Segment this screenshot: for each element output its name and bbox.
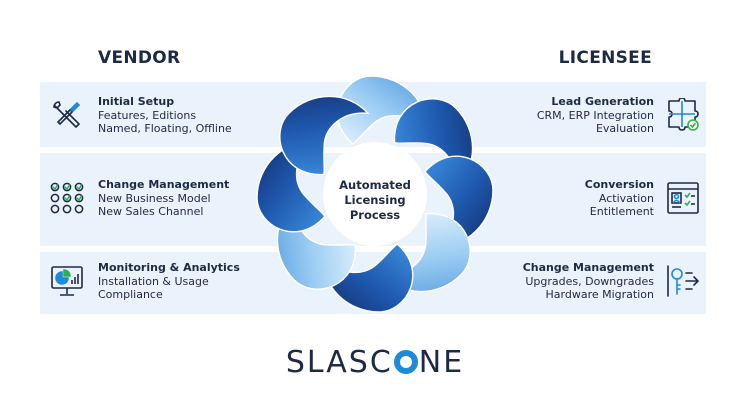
licensee-item-2-line-1: Activation [598, 191, 654, 205]
licensing-cycle-wheel [256, 75, 494, 313]
licensee-item-lead-generation: Lead Generation CRM, ERP Integration Eva… [537, 95, 700, 136]
vendor-heading: VENDOR [98, 48, 181, 68]
wheel-petal-8 [279, 95, 370, 176]
wrench-screwdriver-icon [50, 98, 84, 132]
slascone-logo: SLASC NE [0, 345, 750, 380]
vendor-item-3-line-2: Compliance [98, 288, 163, 301]
licensee-item-2-line-2: Entitlement [589, 205, 654, 218]
licensee-item-conversion: Conversion Activation Entitlement [585, 178, 700, 219]
licensee-item-1-title: Lead Generation [551, 95, 654, 108]
vendor-item-3-line-1: Installation & Usage [98, 274, 209, 288]
center-label: Automated Licensing Process [320, 178, 430, 223]
wheel-hub [323, 142, 427, 246]
vendor-item-2-line-1: New Business Model [98, 191, 211, 205]
vendor-item-1-title: Initial Setup [98, 95, 175, 108]
form-checklist-icon [666, 181, 700, 215]
monitor-chart-icon [50, 264, 84, 298]
licensee-heading: LICENSEE [558, 48, 652, 68]
logo-o-ring-icon [393, 350, 418, 374]
vendor-item-2-title: Change Management [98, 178, 230, 191]
center-line-1: Automated [339, 178, 411, 192]
licensee-item-1-line-1: CRM, ERP Integration [536, 108, 654, 122]
vendor-item-3-title: Monitoring & Analytics [98, 261, 240, 274]
licensee-item-3-title: Change Management [522, 261, 654, 274]
center-line-3: Process [349, 208, 401, 222]
vendor-item-2-line-2: New Sales Channel [98, 205, 204, 218]
licensee-item-2-title: Conversion [584, 178, 654, 191]
vendor-item-1-line-2: Named, Floating, Offline [98, 122, 232, 135]
licensee-item-3-line-2: Hardware Migration [545, 288, 654, 301]
logo-text-end: NE [418, 345, 465, 380]
key-arrow-icon [666, 264, 700, 298]
licensee-item-1-line-2: Evaluation [595, 122, 654, 135]
center-line-2: Licensing [344, 193, 406, 207]
vendor-item-initial-setup: Initial Setup Features, Editions Named, … [50, 95, 232, 136]
licensee-item-3-line-1: Upgrades, Downgrades [525, 274, 654, 288]
vendor-item-change-management: Change Management New Business Model New… [50, 178, 229, 219]
logo-text-start: SLASC [285, 345, 393, 380]
puzzle-icon [666, 97, 700, 132]
licensee-item-change-management: Change Management Upgrades, Downgrades H… [523, 261, 700, 302]
checklist-grid-icon [50, 181, 84, 215]
vendor-item-1-line-1: Features, Editions [98, 108, 197, 122]
vendor-item-monitoring: Monitoring & Analytics Installation & Us… [50, 261, 240, 302]
